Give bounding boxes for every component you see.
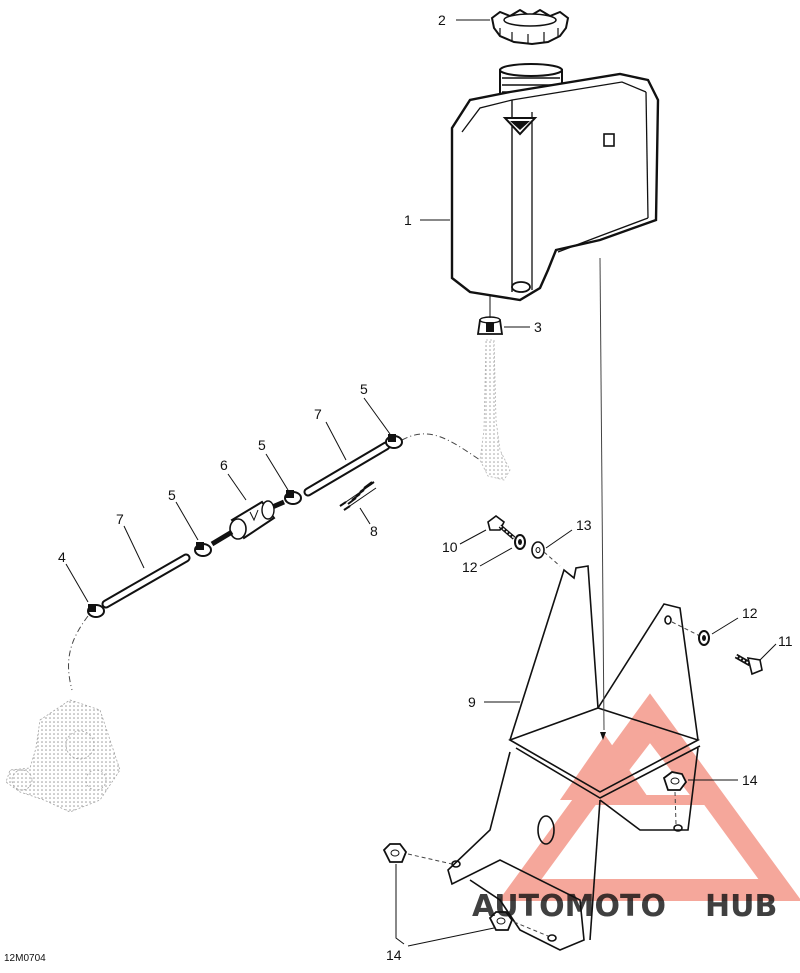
- callout-6: 6: [220, 457, 228, 473]
- ghost-oil-pump: [5, 699, 121, 813]
- callout-2: 2: [438, 12, 446, 28]
- reference-code: 12M0704: [4, 953, 46, 964]
- callout-8: 8: [370, 523, 378, 539]
- nut-14-bottom: [488, 911, 514, 931]
- bolt-11: [734, 653, 763, 676]
- washer-13: [531, 541, 545, 559]
- leader-tank-bracket: [599, 257, 605, 731]
- washer-12-upper: [514, 534, 526, 550]
- nut-14-bracket: [662, 771, 688, 825]
- filler-cap: [490, 8, 570, 46]
- watermark-brand-part1: AUTOMOTO: [472, 889, 666, 924]
- watermark-text: AUTOMOTO HUB: [472, 889, 777, 924]
- callout-labels: 2 1 3 5 7 5 6 8 5 7 4 10 13 12 12 11 9 1…: [58, 12, 793, 963]
- clamp-middle: [284, 490, 302, 505]
- callout-10: 10: [442, 539, 458, 555]
- callout-3: 3: [534, 319, 542, 335]
- callout-11: 11: [778, 633, 793, 649]
- fuel-filter: [210, 499, 285, 547]
- callout-4: 4: [58, 549, 66, 565]
- oil-tank: [450, 63, 660, 302]
- washer-12-right: [698, 630, 710, 646]
- clamp-lower: [194, 542, 212, 557]
- callout-14-bottom: 14: [386, 947, 402, 963]
- grommet: [476, 316, 504, 335]
- screw-10: [487, 515, 516, 540]
- callout-13: 13: [576, 517, 592, 533]
- callout-5-middle: 5: [258, 437, 266, 453]
- mounting-bracket: [447, 565, 701, 951]
- hose-lower: [101, 553, 191, 609]
- callout-5-lower: 5: [168, 487, 176, 503]
- pump-route-dashed: [68, 615, 89, 691]
- watermark-logo: [498, 693, 800, 901]
- clamp-upper-right: [385, 434, 403, 449]
- callout-1: 1: [404, 212, 412, 228]
- nut-14-left: [382, 843, 408, 863]
- watermark-brand-part2: HUB: [705, 889, 777, 924]
- hose-route-dashed: [401, 433, 481, 461]
- clamp-end: [87, 604, 105, 618]
- watermark-mountain: [589, 726, 711, 805]
- ghost-fitting: [479, 339, 511, 481]
- callout-7-lower: 7: [116, 511, 124, 527]
- callout-9: 9: [468, 694, 476, 710]
- callout-12-upper: 12: [462, 559, 478, 575]
- leader-lines: [65, 19, 777, 947]
- callout-7-upper: 7: [314, 406, 322, 422]
- callout-12-right: 12: [742, 605, 758, 621]
- hose-upper: [303, 441, 391, 497]
- spring: [339, 481, 377, 511]
- callout-5-upper: 5: [360, 381, 368, 397]
- watermark-triangle-outer: [498, 693, 800, 901]
- callout-14-right: 14: [742, 772, 758, 788]
